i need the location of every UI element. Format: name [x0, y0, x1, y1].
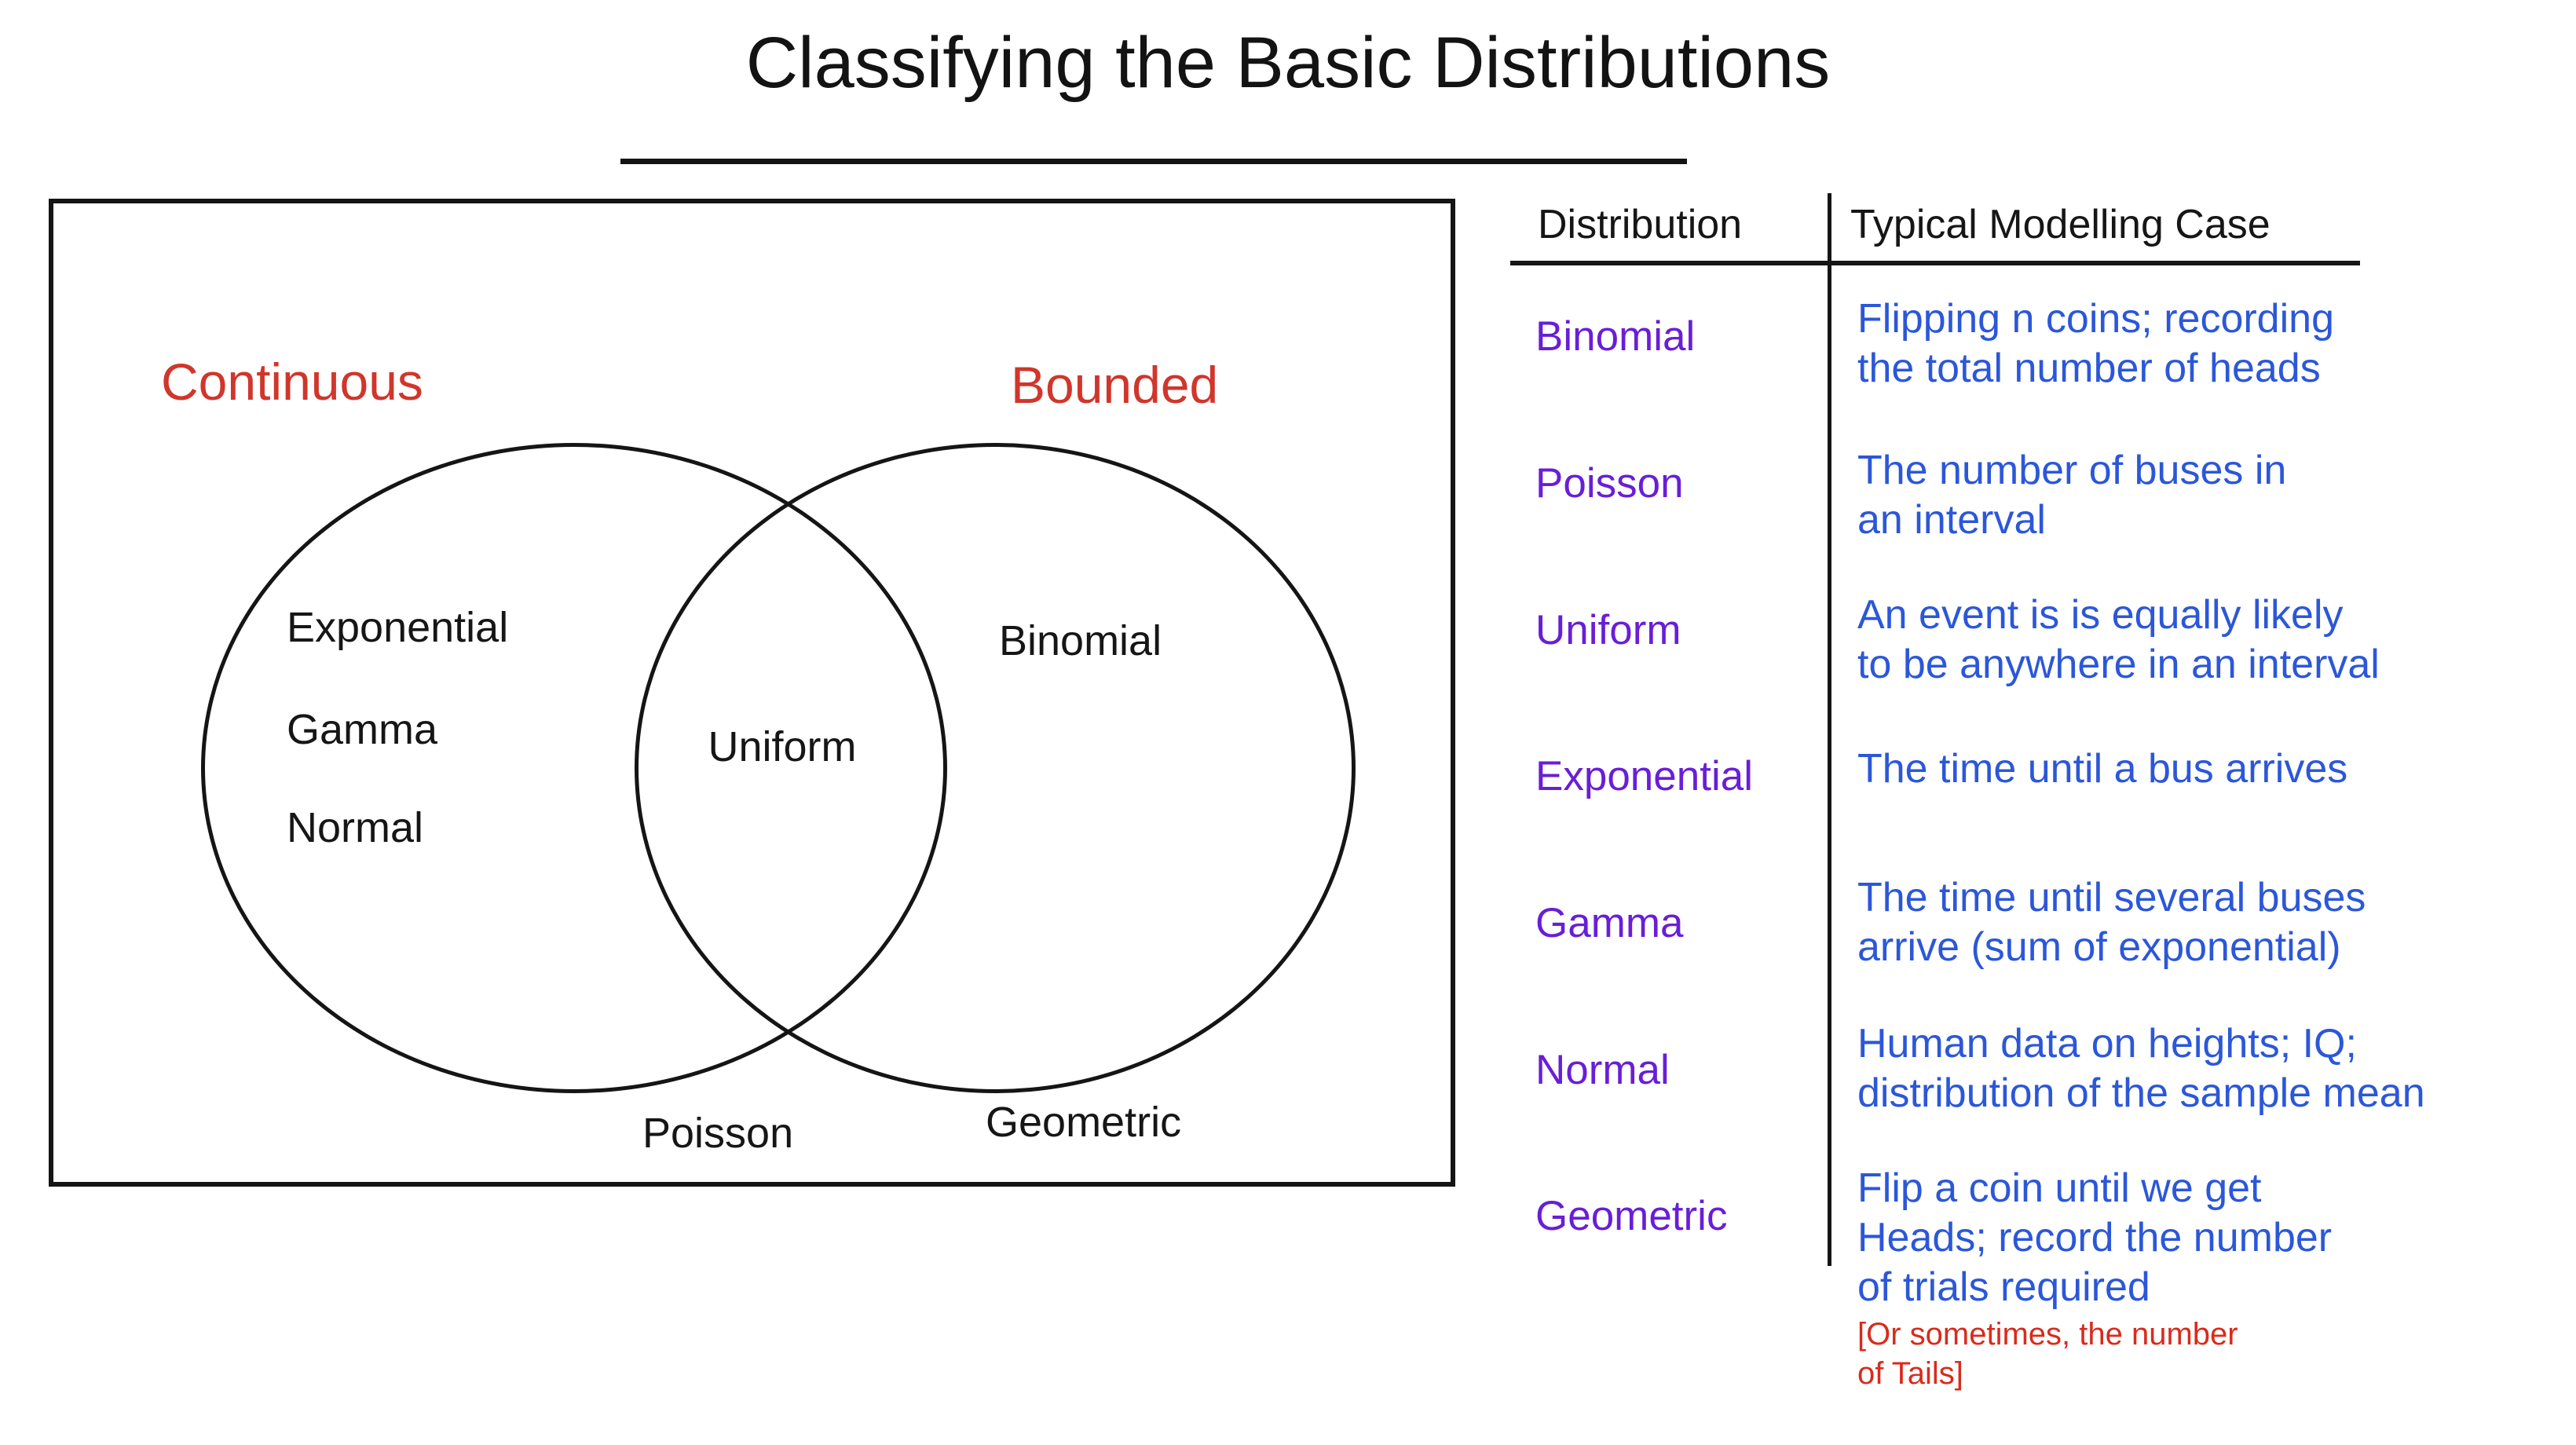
- venn-item-geometric: Geometric: [986, 1099, 1182, 1146]
- venn-item-uniform: Uniform: [708, 723, 857, 770]
- distribution-name: Poisson: [1535, 460, 1684, 507]
- venn-label-continuous: Continuous: [161, 353, 423, 411]
- case-line: the total number of heads: [1857, 346, 2321, 391]
- venn-item-binomial: Binomial: [999, 617, 1162, 664]
- distribution-name: Gamma: [1535, 900, 1684, 946]
- table-header-typical-modelling-case: Typical Modelling Case: [1850, 202, 2270, 247]
- venn-circle-bounded: [635, 443, 1356, 1093]
- case-line: Heads; record the number: [1857, 1215, 2333, 1260]
- case-line: Flipping n coins; recording: [1857, 296, 2334, 342]
- case-note-line: of Tails]: [1857, 1356, 1963, 1391]
- case-line: to be anywhere in an interval: [1857, 642, 2380, 687]
- venn-label-bounded: Bounded: [1011, 356, 1219, 414]
- case-line: The number of buses in: [1857, 448, 2287, 493]
- case-note-line: [Or sometimes, the number: [1857, 1317, 2238, 1352]
- case-line: Flip a coin until we get: [1857, 1165, 2262, 1211]
- table-column-divider: [1828, 193, 1831, 1266]
- case-line: an interval: [1857, 497, 2046, 543]
- page-title: Classifying the Basic Distributions: [745, 23, 1831, 103]
- case-line: of trials required: [1857, 1264, 2150, 1310]
- case-line: Human data on heights; IQ;: [1857, 1021, 2357, 1066]
- case-line: The time until a bus arrives: [1857, 746, 2348, 792]
- venn-bounding-box: [49, 199, 1455, 1187]
- case-line: The time until several buses: [1857, 875, 2366, 920]
- title-underline: [620, 159, 1687, 164]
- table-header-distribution: Distribution: [1538, 202, 1743, 247]
- distribution-name: Normal: [1535, 1047, 1670, 1093]
- venn-item-exponential: Exponential: [287, 604, 509, 651]
- venn-item-poisson: Poisson: [642, 1110, 794, 1157]
- distribution-name: Exponential: [1535, 753, 1753, 799]
- venn-item-gamma: Gamma: [287, 706, 438, 753]
- distribution-name: Geometric: [1535, 1193, 1728, 1239]
- case-line: distribution of the sample mean: [1857, 1070, 2425, 1116]
- case-line: arrive (sum of exponential): [1857, 924, 2341, 970]
- distribution-name: Binomial: [1535, 313, 1696, 360]
- case-line: An event is is equally likely: [1857, 592, 2344, 638]
- distribution-name: Uniform: [1535, 607, 1681, 653]
- venn-item-normal: Normal: [287, 804, 424, 851]
- table-header-underline: [1510, 261, 2360, 265]
